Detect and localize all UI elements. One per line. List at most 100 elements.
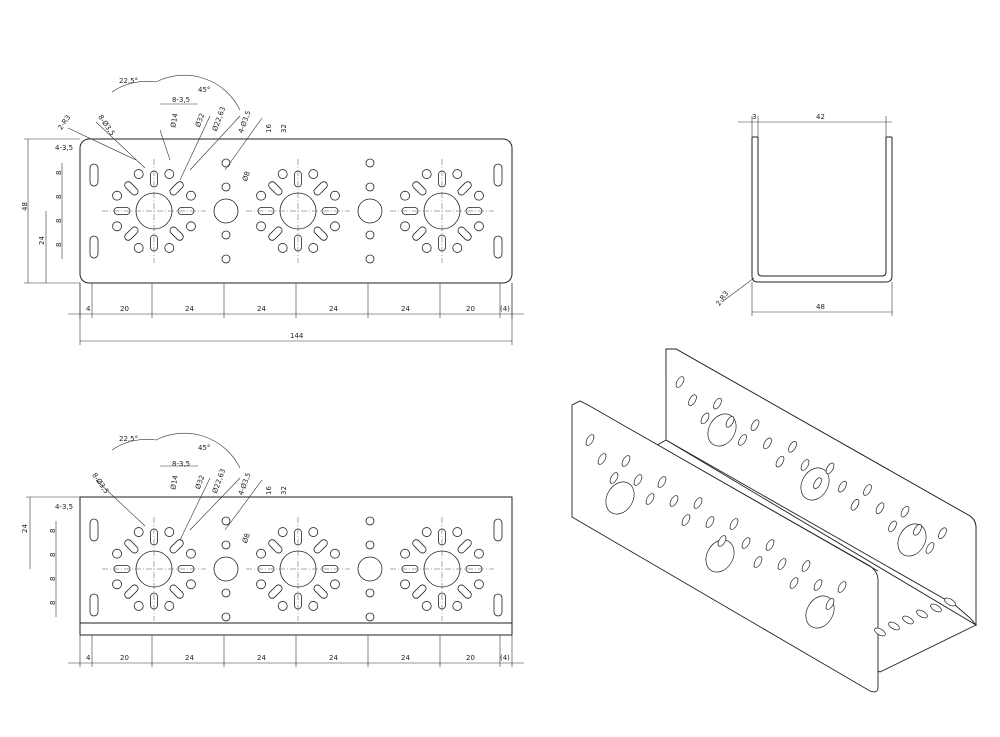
- top-features-hub2-radial-slot-1-shape: [457, 226, 472, 241]
- u-dim-42: 42: [816, 113, 825, 121]
- bottom-features-hub1-ring-hole-1: [308, 601, 319, 611]
- top-bottom-ticks: [79, 283, 513, 318]
- bottom-features-end-slot-bot-1-shape: [493, 593, 503, 617]
- iso-back-small-17: [888, 520, 897, 533]
- bottom-leader-5: [224, 479, 263, 531]
- iso-back-small-16: [875, 502, 885, 514]
- iso-back-small-1: [688, 394, 697, 406]
- bottom-features-hub0-ring-hole-0: [186, 579, 196, 590]
- bottom-features-end-slot-bot-0-shape: [89, 593, 99, 617]
- bottom-features-hub2-ring-hole-6: [452, 527, 463, 537]
- top-features-mid-small-1-1: [365, 182, 375, 192]
- bottom-features-end-slot-top-0-shape: [89, 518, 99, 542]
- bottom-bdim-2: 24: [185, 654, 194, 662]
- bottom-features-hub2-radial-slot-7-shape: [457, 539, 472, 554]
- bottom-features-end-slot-top-1-shape: [493, 518, 503, 542]
- top-bdim-0: 4: [86, 305, 91, 313]
- bottom-features-end-slot-top-1: [493, 518, 503, 542]
- bottom-features-hub0-radial-slot-7: [169, 539, 184, 554]
- bottom-features-hub1-ring-hole-2: [277, 601, 288, 611]
- bottom-callout-16: 16: [265, 486, 273, 495]
- iso-front-small-20: [825, 598, 835, 610]
- top-bdim-7: (4): [500, 305, 510, 313]
- top-leader-5: [179, 115, 211, 181]
- top-features-hub2-radial-slot-7-shape: [457, 181, 472, 196]
- top-callout-d14: Ø14: [169, 112, 179, 128]
- top-features-mid-small-0-1: [221, 182, 231, 192]
- iso-back-small-9: [788, 441, 797, 453]
- bottom-leader-4: [189, 477, 241, 531]
- iso-back-small-19: [913, 524, 922, 536]
- iso-back-small-15: [863, 484, 872, 496]
- top-features-hub1-ring-hole-2: [277, 243, 288, 253]
- bottom-angle-arc-small: [111, 439, 157, 451]
- bottom-bottom-ticks: [79, 635, 513, 667]
- bottom-bdim-4: 24: [329, 654, 338, 662]
- top-features-hub2-radial-slot-3-shape: [412, 226, 427, 241]
- iso-base-slot-0: [874, 627, 886, 637]
- top-features-mid-small-0-2: [221, 230, 231, 240]
- bottom-features-hub0-radial-slot-1: [169, 584, 184, 599]
- iso-base-slot-5: [944, 597, 956, 607]
- iso-back-small-18: [900, 505, 910, 518]
- top-features-hub0-ring-hole-7: [186, 190, 196, 201]
- top-features-hub1-ring-hole-5: [277, 169, 288, 179]
- bottom-features-mid-small-0-3: [221, 612, 231, 622]
- top-features-hub0-ring-hole-4: [112, 190, 122, 201]
- bottom-features-hub0-radial-slot-3-shape: [124, 584, 139, 599]
- top-features-end-slot-bot-1: [493, 235, 503, 259]
- top-features-end-slot-top-1-shape: [493, 163, 503, 187]
- bottom-callout-d14: Ø14: [169, 474, 179, 490]
- bottom-features-mid-small-0-0: [221, 516, 231, 526]
- top-features-hub0-radial-slot-1-shape: [169, 226, 184, 241]
- top-bdim-1: 20: [120, 305, 129, 313]
- top-features-hub2-radial-slot-7: [457, 181, 472, 196]
- top-leader-4: [159, 129, 171, 161]
- bottom-features-mid-small-1-3: [365, 612, 375, 622]
- bottom-bdim-1: 20: [120, 654, 129, 662]
- iso-front-small-1: [597, 453, 607, 465]
- bottom-features-hub2-ring-hole-2: [421, 601, 432, 611]
- iso-front-small-3: [621, 455, 631, 467]
- bottom-features-hub2-radial-slot-3-shape: [412, 584, 427, 599]
- bottom-features-end-slot-bot-0: [89, 593, 99, 617]
- bottom-bdim-0: 4: [86, 654, 91, 662]
- top-features-mid-small-1-3: [365, 254, 375, 264]
- bottom-dim-8c: 8: [49, 577, 57, 581]
- iso-front-small-0: [585, 434, 595, 446]
- top-overall-144: 144: [290, 332, 304, 340]
- bottom-features-hub0-radial-slot-5-shape: [124, 539, 139, 554]
- bottom-features-hub1-ring-hole-6: [308, 527, 319, 537]
- iso-front-small-21: [837, 581, 847, 593]
- top-callout-d22-63: Ø22,63: [211, 106, 227, 133]
- top-callout-32: 32: [280, 124, 288, 133]
- iso-front-small-17: [789, 577, 799, 589]
- bottom-features-hub2-ring-hole-1: [452, 601, 463, 611]
- iso-back-small-7: [763, 437, 772, 450]
- iso-front-small-14: [753, 556, 763, 568]
- bottom-features-hub2-radial-slot-1: [457, 584, 472, 599]
- bottom-features-mid-small-0-1: [221, 540, 231, 550]
- top-bdim-4: 24: [329, 305, 338, 313]
- bottom-features-hub2-ring-hole-7: [474, 548, 484, 559]
- iso-front-small-19: [813, 579, 823, 591]
- top-features-hub1-radial-slot-7-shape: [313, 181, 328, 196]
- bottom-features-hub1-radial-slot-1-shape: [313, 584, 328, 599]
- iso-back-small-14: [850, 499, 860, 511]
- bottom-features-hub2-radial-slot-5-shape: [412, 539, 427, 554]
- top-features-hub1-radial-slot-5-shape: [268, 181, 283, 196]
- bottom-features-end-slot-top-0: [89, 518, 99, 542]
- top-features-end-slot-bot-0: [89, 235, 99, 259]
- top-features-hub2-ring-hole-0: [474, 221, 484, 232]
- top-callout-4-35: 4-3,5: [55, 144, 73, 152]
- iso-back-small-3: [713, 397, 722, 410]
- iso-front-hub-0: [605, 481, 635, 515]
- top-angle-arc-small: [111, 81, 157, 93]
- top-features-hub1-ring-hole-0: [330, 221, 340, 232]
- top-features-hub1-ring-hole-3: [256, 221, 266, 232]
- iso-base-slot-3: [916, 609, 928, 619]
- bottom-features-hub1-radial-slot-7: [313, 539, 328, 554]
- bottom-features-hub2-radial-slot-3: [412, 584, 427, 599]
- top-features-mid-small-1-2: [365, 230, 375, 240]
